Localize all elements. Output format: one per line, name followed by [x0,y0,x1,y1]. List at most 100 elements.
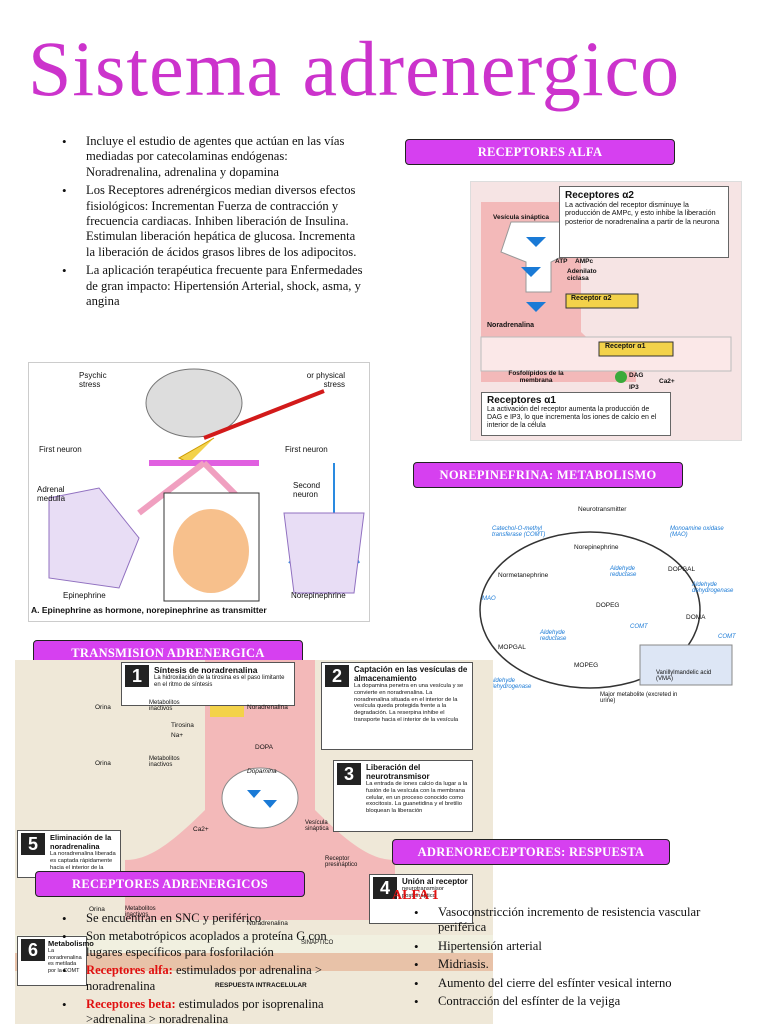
metabolism-diagram [479,531,733,689]
noradrenalina-label: Noradrenalina [487,322,535,329]
list-item: Se encuentran en SNC y periférico [56,911,366,927]
vma-box [639,644,733,686]
stress-figure: Psychic stress or physical stress First … [28,362,370,622]
first-neuron-left-label: First neuron [39,445,82,454]
g-protein-marker [615,371,627,383]
norepinephrine-label: Norepinephrine [291,591,346,600]
step3-box: 3 Liberación del neurotransmisor La entr… [333,760,473,832]
receptores-alfa-figure: Receptores α2 La activación del receptor… [470,181,742,441]
brain-signal-shape [177,437,215,464]
list-item: Receptores alfa: estimulados por adrenal… [56,963,366,994]
aldehyde-dehydrogenase-label: Aldehyde dehydrogenase [692,582,734,594]
step2-box: 2 Captación en las vesículas de almacena… [321,662,473,750]
page-title: Sistema adrenergico [28,25,681,112]
normetanephrine-label: Normetanephrine [498,572,549,579]
step1-text: La hidroxilación de la tirosina es el pa… [154,675,285,688]
intro-bullet-list: Incluye el estudio de agentes que actúan… [56,134,366,312]
step6-number: 6 [21,939,45,961]
aldehyde-reductase-label: Aldehyde reductase [610,566,637,578]
step2-title: Captación en las vesículas de almacenami… [354,665,468,683]
dopa-label: DOPA [255,744,273,751]
comt-label: Catechol-O-methyl transferase (COMT) [492,526,546,538]
receptor-a1-label: Receptor α1 [605,343,646,350]
stress-arrow [203,389,325,440]
major-metabolite-label: Major metabolite (excreted in urine) [600,692,678,704]
vesicle-shape [221,767,299,829]
adenilato-label: Adenilato ciclasa [567,268,597,282]
receptores-adrenergicos-label: RECEPTORES ADRENERGICOS [35,871,305,897]
tirosina-label: Tirosina [171,722,194,729]
adrenoreceptores-label: ADRENORECEPTORES: RESPUESTA [392,839,670,865]
step3-title: Liberación del neurotransmisor [366,763,430,781]
mopgal-label: MOPGAL [498,644,526,651]
list-item: Hipertensión arterial [408,939,708,955]
second-neuron-label: Second neuron [293,481,321,499]
ampc-label: AMPc [575,258,594,265]
noradrenaline-marker [247,790,261,798]
mao2-label: MAO [482,596,496,602]
stress-diagram [48,368,365,602]
dopgal-label: DOPGAL [668,566,696,573]
vesicula-label: Vesícula sináptica [305,820,329,832]
receptor-a1-shape [598,341,674,357]
adrenal-label: Adrenal medulla [37,485,66,503]
list-item: Incluye el estudio de agentes que actúan… [56,134,366,180]
fosfolipidos-label: Fosfolípidos de la membrana [508,370,564,384]
step5-number: 5 [21,833,45,855]
step2-text: La dopamina penetra en una vesícula y se… [354,683,464,723]
noradrenaline-marker [521,267,541,277]
step1-number: 1 [125,665,149,687]
physical-label: or physical stress [306,371,345,389]
norepinephrine-label: Norepinephrine [574,544,619,551]
list-item: Vasoconstricción incremento de resistenc… [408,905,708,936]
list-item: Contracción del esfínter de la vejiga [408,994,708,1010]
mao-label: Monoamine oxidase (MAO) [670,526,724,538]
list-item: Los Receptores adrenérgicos median diver… [56,183,366,260]
receptor-presinaptico-label: Receptor presináptico [325,856,358,868]
dopamina-label: Dopamina [247,768,277,775]
ca-label: Ca2+ [193,826,209,833]
na-label: Na+ [171,732,184,739]
figure-caption: A. Epinephrine as hormone, norepinephrin… [31,605,267,615]
alpha2-text: La activación del receptor disminuye la … [565,200,720,226]
vesicle-label: Vesícula sináptica [493,214,550,221]
alfa1-heading: ALFA 1 [392,888,439,903]
comt2-label: COMT [630,624,648,630]
alpha1-text: La activación del receptor aumenta la pr… [487,406,657,429]
list-item: Son metabotrópicos acoplados a proteína … [56,929,366,960]
step3-text: La entrada de iones calcio da lugar a la… [366,781,468,815]
step4-title: Unión al receptor [402,877,468,886]
step3-number: 3 [337,763,361,785]
step4-text: neurotransmisor postsináptico [402,886,444,899]
doma-label: DOMA [686,614,706,621]
enzyme-shape [210,703,244,717]
muscle-shape [173,509,249,593]
list-item: Aumento del cierre del esfínter vesical … [408,976,708,992]
step1-box: 1 Síntesis de noradrenalina La hidroxila… [121,662,295,706]
receptores-bullet-list: Se encuentran en SNC y periférico Son me… [56,911,366,1031]
bullet-prefix: Receptores alfa: [86,963,173,978]
dag-label: DAG [629,372,644,379]
epinephrine-label: Epinephrine [63,591,106,600]
metabolitos-label: Metabolitos inactivos [149,700,180,712]
orina2-label: Orina [95,760,111,767]
noradrenalina-label: Noradrenalina [247,704,288,711]
vma-label: Vanillylmandelic acid (VMA) [656,670,712,682]
list-item: Receptores beta: estimulados por isopren… [56,997,366,1028]
noradrenaline-marker [526,302,546,312]
aldehyde-reductase2-label: Aldehyde reductase [540,630,567,642]
aldehyde-dehydrogenase2-label: Aldehyde dehydrogenase [490,678,532,690]
ip3-label: IP3 [629,384,639,391]
psychic-label: Psychic stress [79,371,107,389]
receptor-a2-shape [565,293,639,309]
noradrenaline-marker [263,800,277,808]
metabolism-figure: Neurotransmitter Catechol-O-methyl trans… [470,500,746,710]
nerve-path [137,460,206,516]
bullet-text: Se encuentran en SNC y periférico [86,911,262,925]
alpha2-title: Receptores α2 [565,190,634,201]
noradrenaline-marker [526,237,546,247]
atp-label: ATP [555,258,568,265]
neurotransmitter-label: Neurotransmitter [578,506,627,513]
first-neuron-right-label: First neuron [285,445,328,454]
orina3-label: Orina [89,906,105,913]
